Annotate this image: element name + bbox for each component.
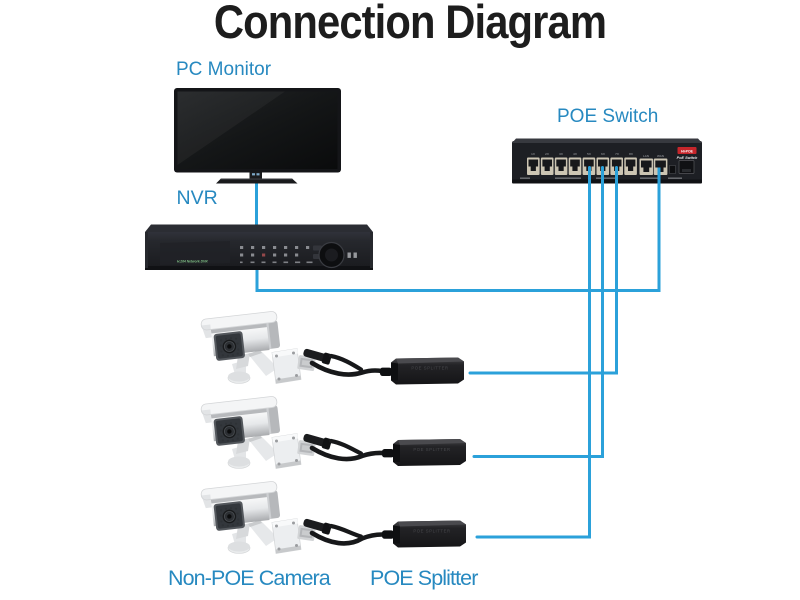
svg-text:8X: 8X — [629, 152, 633, 156]
svg-text:WAN: WAN — [657, 154, 664, 158]
svg-text:1X: 1X — [531, 152, 535, 156]
svg-text:LAN: LAN — [643, 154, 649, 158]
svg-text:3X: 3X — [559, 152, 563, 156]
svg-text:2X: 2X — [545, 152, 549, 156]
svg-text:6X: 6X — [601, 152, 605, 156]
svg-text:HI-POE: HI-POE — [681, 150, 693, 154]
svg-text:H.264 Network DVR: H.264 Network DVR — [177, 260, 208, 264]
svg-text:4X: 4X — [573, 152, 577, 156]
svg-text:PoE Switch: PoE Switch — [677, 156, 698, 160]
svg-text:7X: 7X — [615, 152, 619, 156]
svg-text:5X: 5X — [587, 152, 591, 156]
